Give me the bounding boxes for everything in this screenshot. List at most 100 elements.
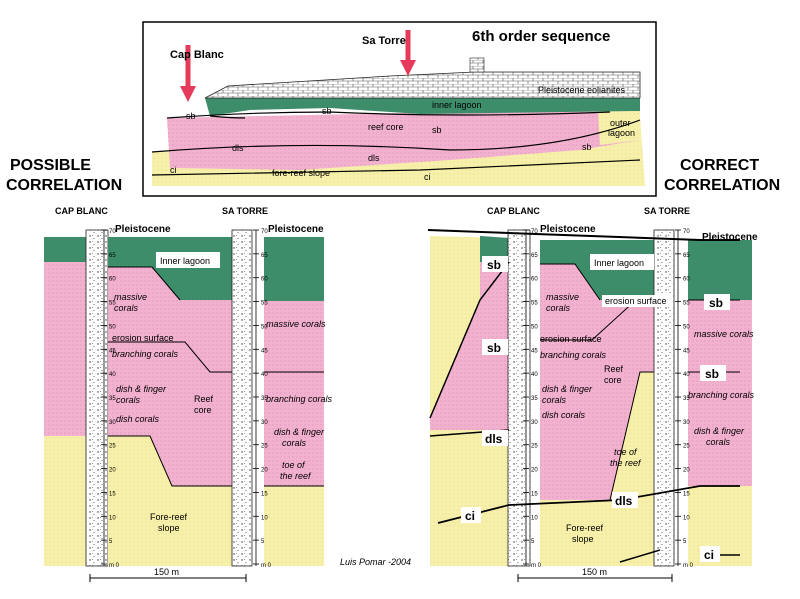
right-core-label: core	[604, 375, 622, 385]
left-cb-depth-tick-label: 55	[109, 301, 116, 307]
right-cb-depth-tick-label: 45	[531, 348, 538, 354]
left-st-depth-tick-label: 10	[261, 515, 268, 521]
left-st-yellow	[264, 486, 324, 566]
top-cap-blanc-label: Cap Blanc	[170, 49, 224, 61]
right-st-depth-tick-label: 50	[683, 324, 690, 330]
right-cb-depth-tick-label: 30	[531, 420, 538, 426]
right-sb-label-4: sb	[705, 367, 719, 381]
left-cb-depth-tick-label: 15	[109, 491, 116, 497]
right-dls-box-1	[482, 430, 508, 446]
right-mid-green-wedge	[575, 264, 672, 300]
right-st-depth-tick-label: 20	[683, 468, 690, 474]
top-sb-line	[166, 111, 611, 119]
left-fore-reef-label-2: slope	[158, 523, 180, 533]
left-st-depth-tick-label: 40	[261, 372, 268, 378]
right-st-depth-tick-label: 55	[683, 301, 690, 307]
right-top-surface-line	[427, 229, 740, 241]
left-mid-green-wedge	[152, 267, 248, 300]
top-sb-label-2: sb	[322, 106, 332, 116]
top-eolianites-label: Pleistocene eolianites	[538, 85, 626, 95]
top-reef-core-label: reef core	[368, 122, 404, 132]
top-dls-label-2: dls	[368, 153, 380, 163]
top-sb-label-3: sb	[432, 125, 442, 135]
left-cb-depth-tick-label: m 0	[109, 563, 120, 569]
sa-torre-arrow-icon	[400, 60, 416, 76]
right-cb-depth-tick-label: 15	[531, 491, 538, 497]
right-cb-depth-tick-label: 10	[531, 515, 538, 521]
right-pleistocene-label-1: Pleistocene	[540, 224, 596, 235]
right-dish-finger-label-1: dish & finger	[542, 384, 593, 394]
right-erosion-label-1: erosion surface	[605, 296, 667, 306]
right-sb-label-1: sb	[487, 258, 501, 272]
right-toe-label-1: toe of	[614, 447, 638, 457]
top-ci-label-2: ci	[424, 172, 431, 182]
left-core-label: core	[194, 405, 212, 415]
left-st-depth-tick-label: 35	[261, 396, 268, 402]
cap-blanc-arrow-icon	[180, 86, 196, 102]
right-st-depth-tick-label: 35	[683, 396, 690, 402]
left-cb-pink	[44, 262, 87, 436]
right-toe-label-2: the reef	[610, 458, 642, 468]
right-dls-label-2: dls	[615, 494, 633, 508]
right-ci-label-2: ci	[704, 548, 714, 562]
left-erosion-line	[108, 341, 248, 373]
left-st-pink	[264, 301, 324, 486]
right-mid-pink	[540, 264, 672, 500]
left-pleistocene-label-2: Pleistocene	[268, 224, 324, 235]
left-dish-finger-label-2: corals	[116, 395, 141, 405]
left-cb-yellow	[44, 436, 87, 566]
right-st-depth-tick-label: 25	[683, 444, 690, 450]
right-cb-depth-tick-label: 5	[531, 539, 535, 545]
right-st-depth-tick-label: 15	[683, 491, 690, 497]
right-inner-lagoon-box	[590, 254, 654, 270]
left-cb-depth-tick-label: 30	[109, 420, 116, 426]
right-st-depth-tick-label: m 0	[683, 563, 694, 569]
top-lagoon-label: lagoon	[608, 128, 635, 138]
left-st-depth-tick-label: 15	[261, 491, 268, 497]
right-st-depth-tick-label: 60	[683, 277, 690, 283]
left-st-depth-tick-label: m 0	[261, 563, 272, 569]
right-st-depth-tick-label: 45	[683, 348, 690, 354]
credit: Luis Pomar -2004	[340, 557, 411, 567]
top-sb-label-1: sb	[186, 111, 196, 121]
right-cb-depth-tick-label: 50	[531, 324, 538, 330]
left-massive-label-1: massive	[114, 292, 147, 302]
left-cb-depth-tick-label: 20	[109, 468, 116, 474]
left-cb-column	[85, 229, 109, 567]
left-st-depth-tick-label: 5	[261, 539, 265, 545]
left-cb-depth-tick-label: 50	[109, 324, 116, 330]
left-st-depth-tick-label: 65	[261, 253, 268, 259]
left-title-line-2: CORRELATION	[6, 177, 122, 194]
left-dish-finger-label-1: dish & finger	[116, 384, 167, 394]
right-dish-finger-label-2: corals	[542, 395, 567, 405]
right-st-depth-tick-label: 30	[683, 420, 690, 426]
right-massive-label-1: massive	[546, 292, 579, 302]
right-erosion-box	[602, 295, 672, 307]
left-cb-depth-tick-label: 70	[109, 229, 116, 235]
left-branching-label: branching corals	[112, 349, 179, 359]
left-lagoon-boundary	[108, 266, 181, 301]
right-erosion-label-2: erosion surface	[540, 334, 602, 344]
left-cb-depth-tick-label: 45	[109, 348, 116, 354]
right-cb-depth-tick-label: 25	[531, 444, 538, 450]
left-cb-depth-tick-label: 5	[109, 539, 113, 545]
right-cb-depth-tick-label: 65	[531, 253, 538, 259]
right-sb-left-line	[429, 261, 510, 419]
right-sb-box-2	[482, 339, 508, 355]
right-cb-depth-tick-label: m 0	[531, 563, 542, 569]
right-inner-lagoon-label: Inner lagoon	[594, 258, 644, 268]
right-cb-pink	[430, 236, 509, 430]
right-sb-box-4	[700, 365, 726, 381]
top-sa-torre-label: Sa Torre	[362, 35, 406, 47]
left-st-depth-tick-label: 70	[261, 229, 268, 235]
left-fore-reef-label-1: Fore-reef	[150, 512, 188, 522]
left-pleistocene-label-1: Pleistocene	[115, 224, 171, 235]
left-forereef-boundary	[108, 435, 248, 487]
top-outer-label: outer	[610, 118, 631, 128]
left-st-depth-tick-label: 20	[261, 468, 268, 474]
left-dish-corals-label: dish corals	[116, 414, 160, 424]
